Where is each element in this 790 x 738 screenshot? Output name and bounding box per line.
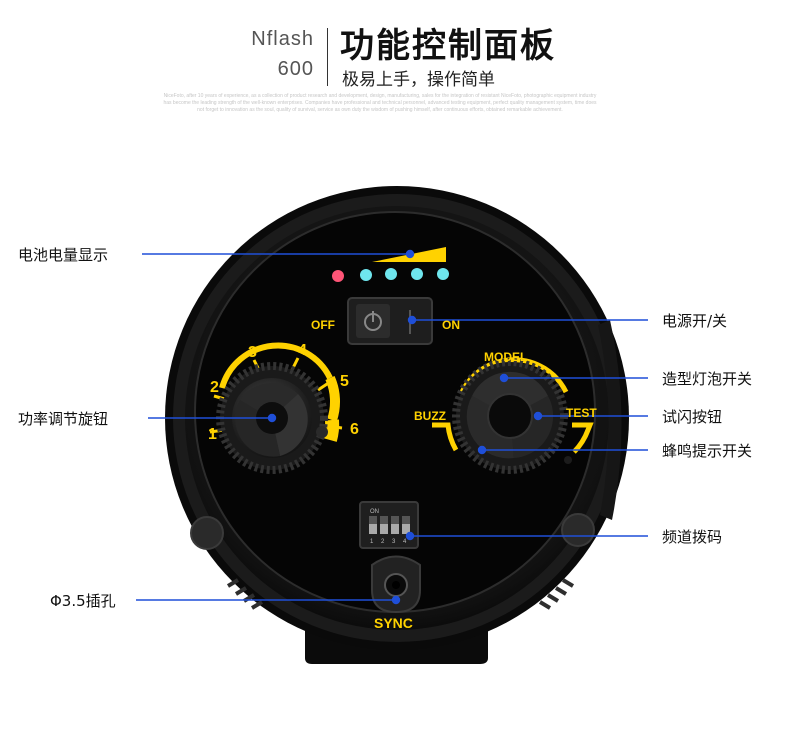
battery-led-3 bbox=[385, 268, 397, 280]
test-button[interactable] bbox=[487, 393, 533, 439]
dip-on-label: ON bbox=[370, 509, 379, 515]
page-subtitle: 极易上手，操作简单 bbox=[342, 70, 495, 90]
power-knob-indicator bbox=[316, 426, 328, 438]
callout-lines bbox=[136, 249, 648, 605]
dial-number-5: 5 bbox=[340, 373, 349, 390]
callout-buzzer-label: 蜂鸣提示开关 bbox=[662, 442, 753, 460]
company-fineprint: NiceFoto, after 10 years of experience, … bbox=[163, 93, 597, 113]
dial-number-1: 1 bbox=[208, 426, 217, 443]
brand-model: 600 bbox=[277, 58, 314, 80]
buzz-arc bbox=[432, 422, 459, 452]
device-side-grip bbox=[598, 320, 622, 520]
model-label: MODEL bbox=[484, 350, 527, 364]
battery-led-5 bbox=[437, 268, 449, 280]
off-label: OFF bbox=[311, 318, 335, 332]
dial-number-4: 4 bbox=[298, 342, 307, 359]
dip-switch-1[interactable] bbox=[369, 516, 377, 534]
dip-number-1: 1 bbox=[370, 539, 374, 545]
sync-label: SYNC bbox=[374, 615, 413, 631]
test-label: TEST bbox=[566, 406, 597, 420]
vent-right bbox=[538, 578, 575, 610]
power-dial-scale bbox=[219, 342, 340, 442]
page-title: 功能控制面板 bbox=[340, 26, 556, 66]
battery-led-4 bbox=[411, 268, 423, 280]
callout-jack-label: Φ3.5插孔 bbox=[50, 592, 116, 610]
callout-test-button-label: 试闪按钮 bbox=[662, 408, 723, 426]
battery-led-1 bbox=[332, 270, 344, 282]
dial-number-2: 2 bbox=[210, 379, 219, 396]
mount-bolt-right bbox=[561, 513, 595, 547]
header-divider bbox=[327, 28, 328, 86]
callout-model-lamp-label: 造型灯泡开关 bbox=[662, 370, 753, 388]
dip-number-3: 3 bbox=[392, 539, 396, 545]
dip-number-4: 4 bbox=[403, 539, 407, 545]
callout-power-switch-label: 电源开/关 bbox=[662, 312, 728, 330]
dip-switch-2[interactable] bbox=[380, 516, 388, 534]
dip-number-2: 2 bbox=[381, 539, 385, 545]
callout-power-knob-label: 功率调节旋钮 bbox=[18, 410, 109, 428]
buzz-label: BUZZ bbox=[414, 409, 446, 423]
mount-bolt-left bbox=[190, 516, 224, 550]
callout-battery-label: 电池电量显示 bbox=[18, 246, 109, 264]
channel-dip-switch[interactable] bbox=[359, 501, 419, 549]
dial-number-6: 6 bbox=[350, 421, 359, 438]
dial-number-3: 3 bbox=[248, 344, 257, 361]
vent-left bbox=[226, 578, 264, 610]
dip-switch-3[interactable] bbox=[391, 516, 399, 534]
dip-switch-4[interactable] bbox=[402, 516, 410, 534]
brand-name: Nflash bbox=[251, 28, 314, 50]
on-label: ON bbox=[442, 318, 460, 332]
callout-channel-label: 频道拨码 bbox=[662, 528, 723, 546]
battery-led-2 bbox=[360, 269, 372, 281]
